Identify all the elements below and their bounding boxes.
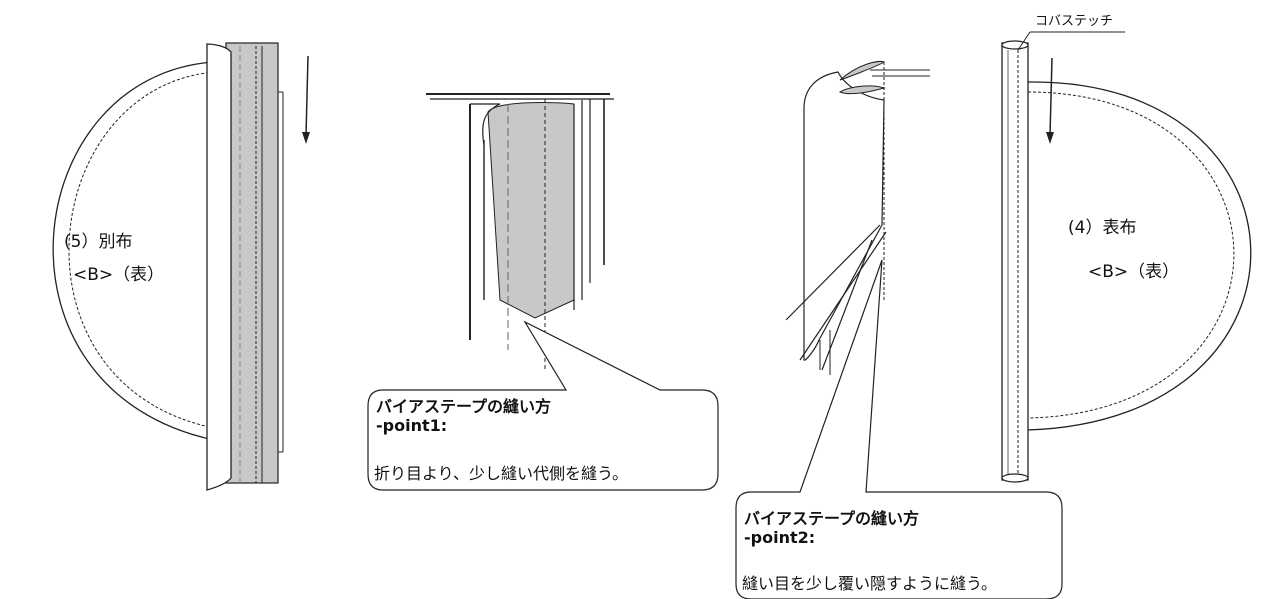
tape-fold-detail-1 bbox=[426, 93, 614, 370]
callout-2-subtitle: -point2: bbox=[744, 528, 816, 547]
callout-2-body: 縫い目を少し覆い隠すように縫う。 bbox=[742, 574, 998, 593]
tape-fold-detail-2 bbox=[785, 61, 930, 375]
callout-2-title: バイアステープの縫い方 bbox=[744, 509, 920, 528]
callout-1-subtitle: -point1: bbox=[376, 416, 448, 435]
left-bias-tape bbox=[225, 42, 279, 484]
right-fabric-stitch-line bbox=[1027, 91, 1235, 419]
edge-stitch-label: コバステッチ bbox=[1035, 14, 1114, 29]
right-fabric-outline bbox=[1027, 81, 1252, 431]
right-bias-tape bbox=[1001, 42, 1029, 481]
right-fabric-label-name: (4）表布 bbox=[1068, 218, 1137, 238]
right-fabric-figure bbox=[1001, 31, 1252, 483]
left-fabric-label-name: (5）別布 bbox=[64, 232, 133, 252]
left-fabric-label-side: <B>（表） bbox=[73, 265, 165, 285]
right-sewing-arrow bbox=[1049, 57, 1053, 137]
callout-1-bubble bbox=[367, 320, 719, 491]
left-fabric-stitch-line bbox=[68, 71, 215, 429]
right-fabric-label-side: <B>（表） bbox=[1088, 262, 1180, 282]
left-tape-fold bbox=[206, 43, 232, 491]
left-fabric-figure bbox=[52, 42, 310, 491]
callout-1-body: 折り目より、少し縫い代側を縫う。 bbox=[374, 464, 629, 483]
left-sewing-arrow bbox=[305, 55, 309, 137]
callout-1-title: バイアステープの縫い方 bbox=[376, 397, 552, 416]
